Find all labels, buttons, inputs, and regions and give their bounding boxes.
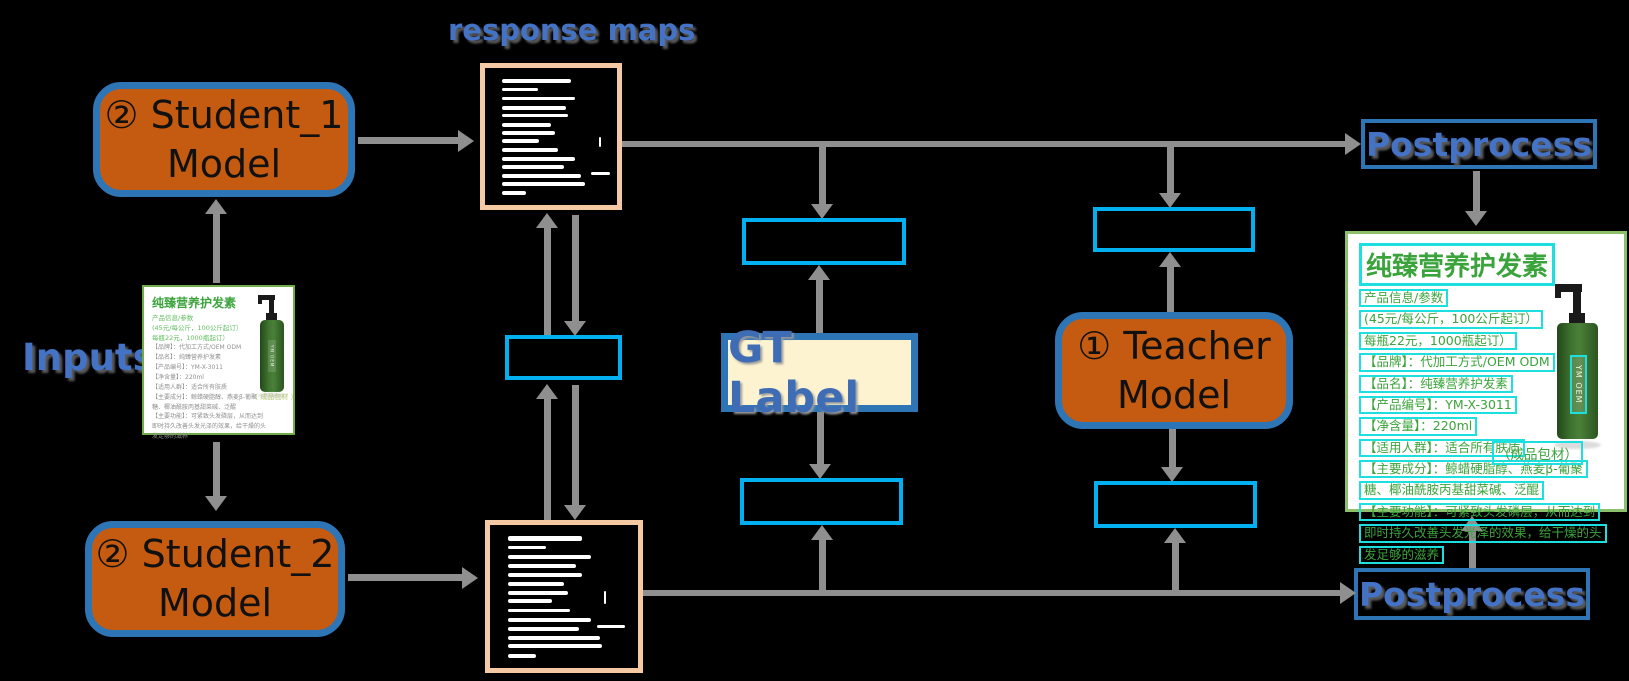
arrowhead-input-to-student1 <box>205 199 227 214</box>
result-card-line: 【产品编号】：YM-X-3011 <box>1359 395 1517 415</box>
response-map-top <box>480 63 622 210</box>
postprocess-top-label: Postprocess <box>1365 124 1593 164</box>
input-card-info-line: 每瓶22元，1000瓶起订） <box>152 334 229 343</box>
arrow-gtlabel-down <box>817 412 824 464</box>
result-card-title: 纯臻营养护发素 <box>1359 243 1556 286</box>
teacher-loss-box-top <box>1093 207 1255 252</box>
branch-topline-to-student-loss <box>819 147 826 204</box>
input-card-spec-line: 【主要成分】：鲸蜡硬脂醇、燕麦β-葡聚 <box>152 393 257 401</box>
result-card-line: 【主要功能】：可紧致头发磷层，从而达到 <box>1359 502 1601 522</box>
packaging-note: （ 成品包材 ） <box>251 393 298 401</box>
arrowhead-teacher-down <box>1161 467 1183 482</box>
arrow-input-to-student2 <box>213 442 220 496</box>
branch-botline-to-student-loss <box>819 539 826 593</box>
arrowhead-botmap-to-distill <box>536 384 558 399</box>
arrowhead-botline-teacher-loss <box>1164 528 1186 543</box>
result-packaging-note: （成品包材） <box>1492 441 1583 465</box>
arrow-teacher-down <box>1169 429 1176 467</box>
arrowhead-student2-to-map <box>462 567 478 589</box>
input-card-spec-line: 【净含量】：220ml <box>152 373 204 381</box>
arrowhead-input-to-student2 <box>205 496 227 511</box>
arrowhead-topline-student-loss <box>811 204 833 219</box>
arrowhead-postprocess-top-to-result <box>1465 211 1487 226</box>
arrowhead-topline-teacher-loss <box>1159 193 1181 208</box>
arrowhead-student1-to-map <box>458 130 474 152</box>
arrow-student1-to-map <box>358 137 458 144</box>
distill-loss-box <box>505 335 622 380</box>
input-card-spec-line: 【品名】：纯臻营养护发素 <box>152 354 222 362</box>
input-card-spec-line: 【主要功能】：可紧致头发磷层，从而达到 <box>152 413 264 421</box>
arrow-gtlabel-up <box>816 279 823 333</box>
input-card-spec-line: 【产品编号】：YM-X-3011 <box>152 363 223 371</box>
postprocess-top-box: Postprocess <box>1361 119 1597 169</box>
result-card-line: 【适用人群】：适合所有肤质 <box>1359 438 1526 457</box>
result-product-card: 纯臻营养护发素 产品信息/参数 (45元/每公斤，100公斤起订） 每瓶22元，… <box>1345 231 1627 564</box>
input-product-card: 纯臻营养护发素 产品信息/参数 (45元/每公斤，100公斤起订） 每瓶22元，… <box>142 285 298 440</box>
arrow-distill-to-botmap <box>572 385 579 505</box>
result-card-line: 【净含量】：220ml <box>1359 417 1478 436</box>
arrowhead-botline-student-loss <box>811 525 833 540</box>
result-card-line: 即时持久改善头发光泽的效果，给干燥的头 <box>1359 524 1607 543</box>
gt-label-box: GT Label <box>721 323 918 423</box>
bottle-label: YM OEM <box>268 340 276 372</box>
arrow-student2-to-map <box>348 574 462 581</box>
bottle-label: YM OEM <box>1570 355 1587 414</box>
arrowhead-distill-to-topmap <box>536 213 558 228</box>
teacher-loss-box-bottom <box>1094 481 1257 528</box>
postprocess-bottom-label: Postprocess <box>1358 574 1586 614</box>
input-card-spec-line: 糖、椰油酰胺丙基甜菜碱、泛醌 <box>152 403 237 411</box>
arrow-botmap-to-distill <box>544 399 551 520</box>
arrow-postprocess-bottom-to-result <box>1469 530 1476 568</box>
arrowhead-topline-postprocess <box>1345 133 1361 155</box>
arrow-topmap-to-distill <box>572 215 579 321</box>
gt-label-text: GT Label <box>728 322 860 423</box>
result-card-line: 【品牌】：代加工方式/OEM ODM <box>1359 353 1555 372</box>
input-card-info-line: (45元/每公斤，100公斤起订） <box>152 324 243 333</box>
response-maps-label: response maps <box>448 13 696 47</box>
arrow-input-to-student1 <box>213 214 220 283</box>
result-card-line: 每瓶22元，1000瓶起订） <box>1359 331 1517 351</box>
input-card-spec-line: 【品牌】：代加工方式/OEM ODM <box>152 344 242 352</box>
result-card-line: 发足够的滋养 <box>1359 545 1445 564</box>
inputs-label: Inputs <box>22 336 155 379</box>
product-bottle-image: YM OEM <box>256 295 288 399</box>
arrow-distill-to-topmap <box>544 228 551 335</box>
result-bottle-image: YM OEM <box>1551 284 1605 450</box>
arrowhead-gtlabel-up <box>808 265 830 280</box>
result-card-line: 糖、椰油酰胺丙基甜菜碱、泛醌 <box>1359 481 1545 500</box>
response-map-bottom <box>485 520 643 673</box>
arrowhead-topmap-to-distill <box>564 321 586 336</box>
student-gt-loss-box-top <box>742 218 906 265</box>
result-card-line: 产品信息/参数 <box>1359 289 1449 308</box>
arrowhead-distill-to-botmap <box>564 505 586 520</box>
arrow-teacher-up <box>1167 266 1174 312</box>
branch-botline-to-teacher-loss <box>1172 542 1179 593</box>
postprocess-bottom-box: Postprocess <box>1354 568 1590 620</box>
input-card-spec-line: 即时持久改善头发光泽的效果，给干燥的头 <box>152 423 267 431</box>
result-card-line: (45元/每公斤，100公斤起订） <box>1359 310 1543 329</box>
arrowhead-botline-postprocess <box>1340 582 1356 604</box>
arrowhead-teacher-up <box>1159 252 1181 267</box>
input-card-spec-line: 发足够的滋养 <box>152 433 189 441</box>
input-card-info-line: 产品信息/参数 <box>152 314 194 322</box>
input-card-title: 纯臻营养护发素 <box>152 296 237 310</box>
line-topmap-to-postprocess <box>622 141 1345 147</box>
student-gt-loss-box-bottom <box>740 478 903 525</box>
input-card-spec-line: 【适用人群】：适合所有肤质 <box>152 383 228 391</box>
branch-topline-to-teacher-loss <box>1167 147 1174 193</box>
arrow-postprocess-top-to-result <box>1473 171 1480 211</box>
arrowhead-gtlabel-down <box>809 464 831 479</box>
result-card-line: 【品名】：纯臻营养护发素 <box>1359 374 1513 393</box>
line-botmap-to-postprocess <box>643 590 1340 596</box>
